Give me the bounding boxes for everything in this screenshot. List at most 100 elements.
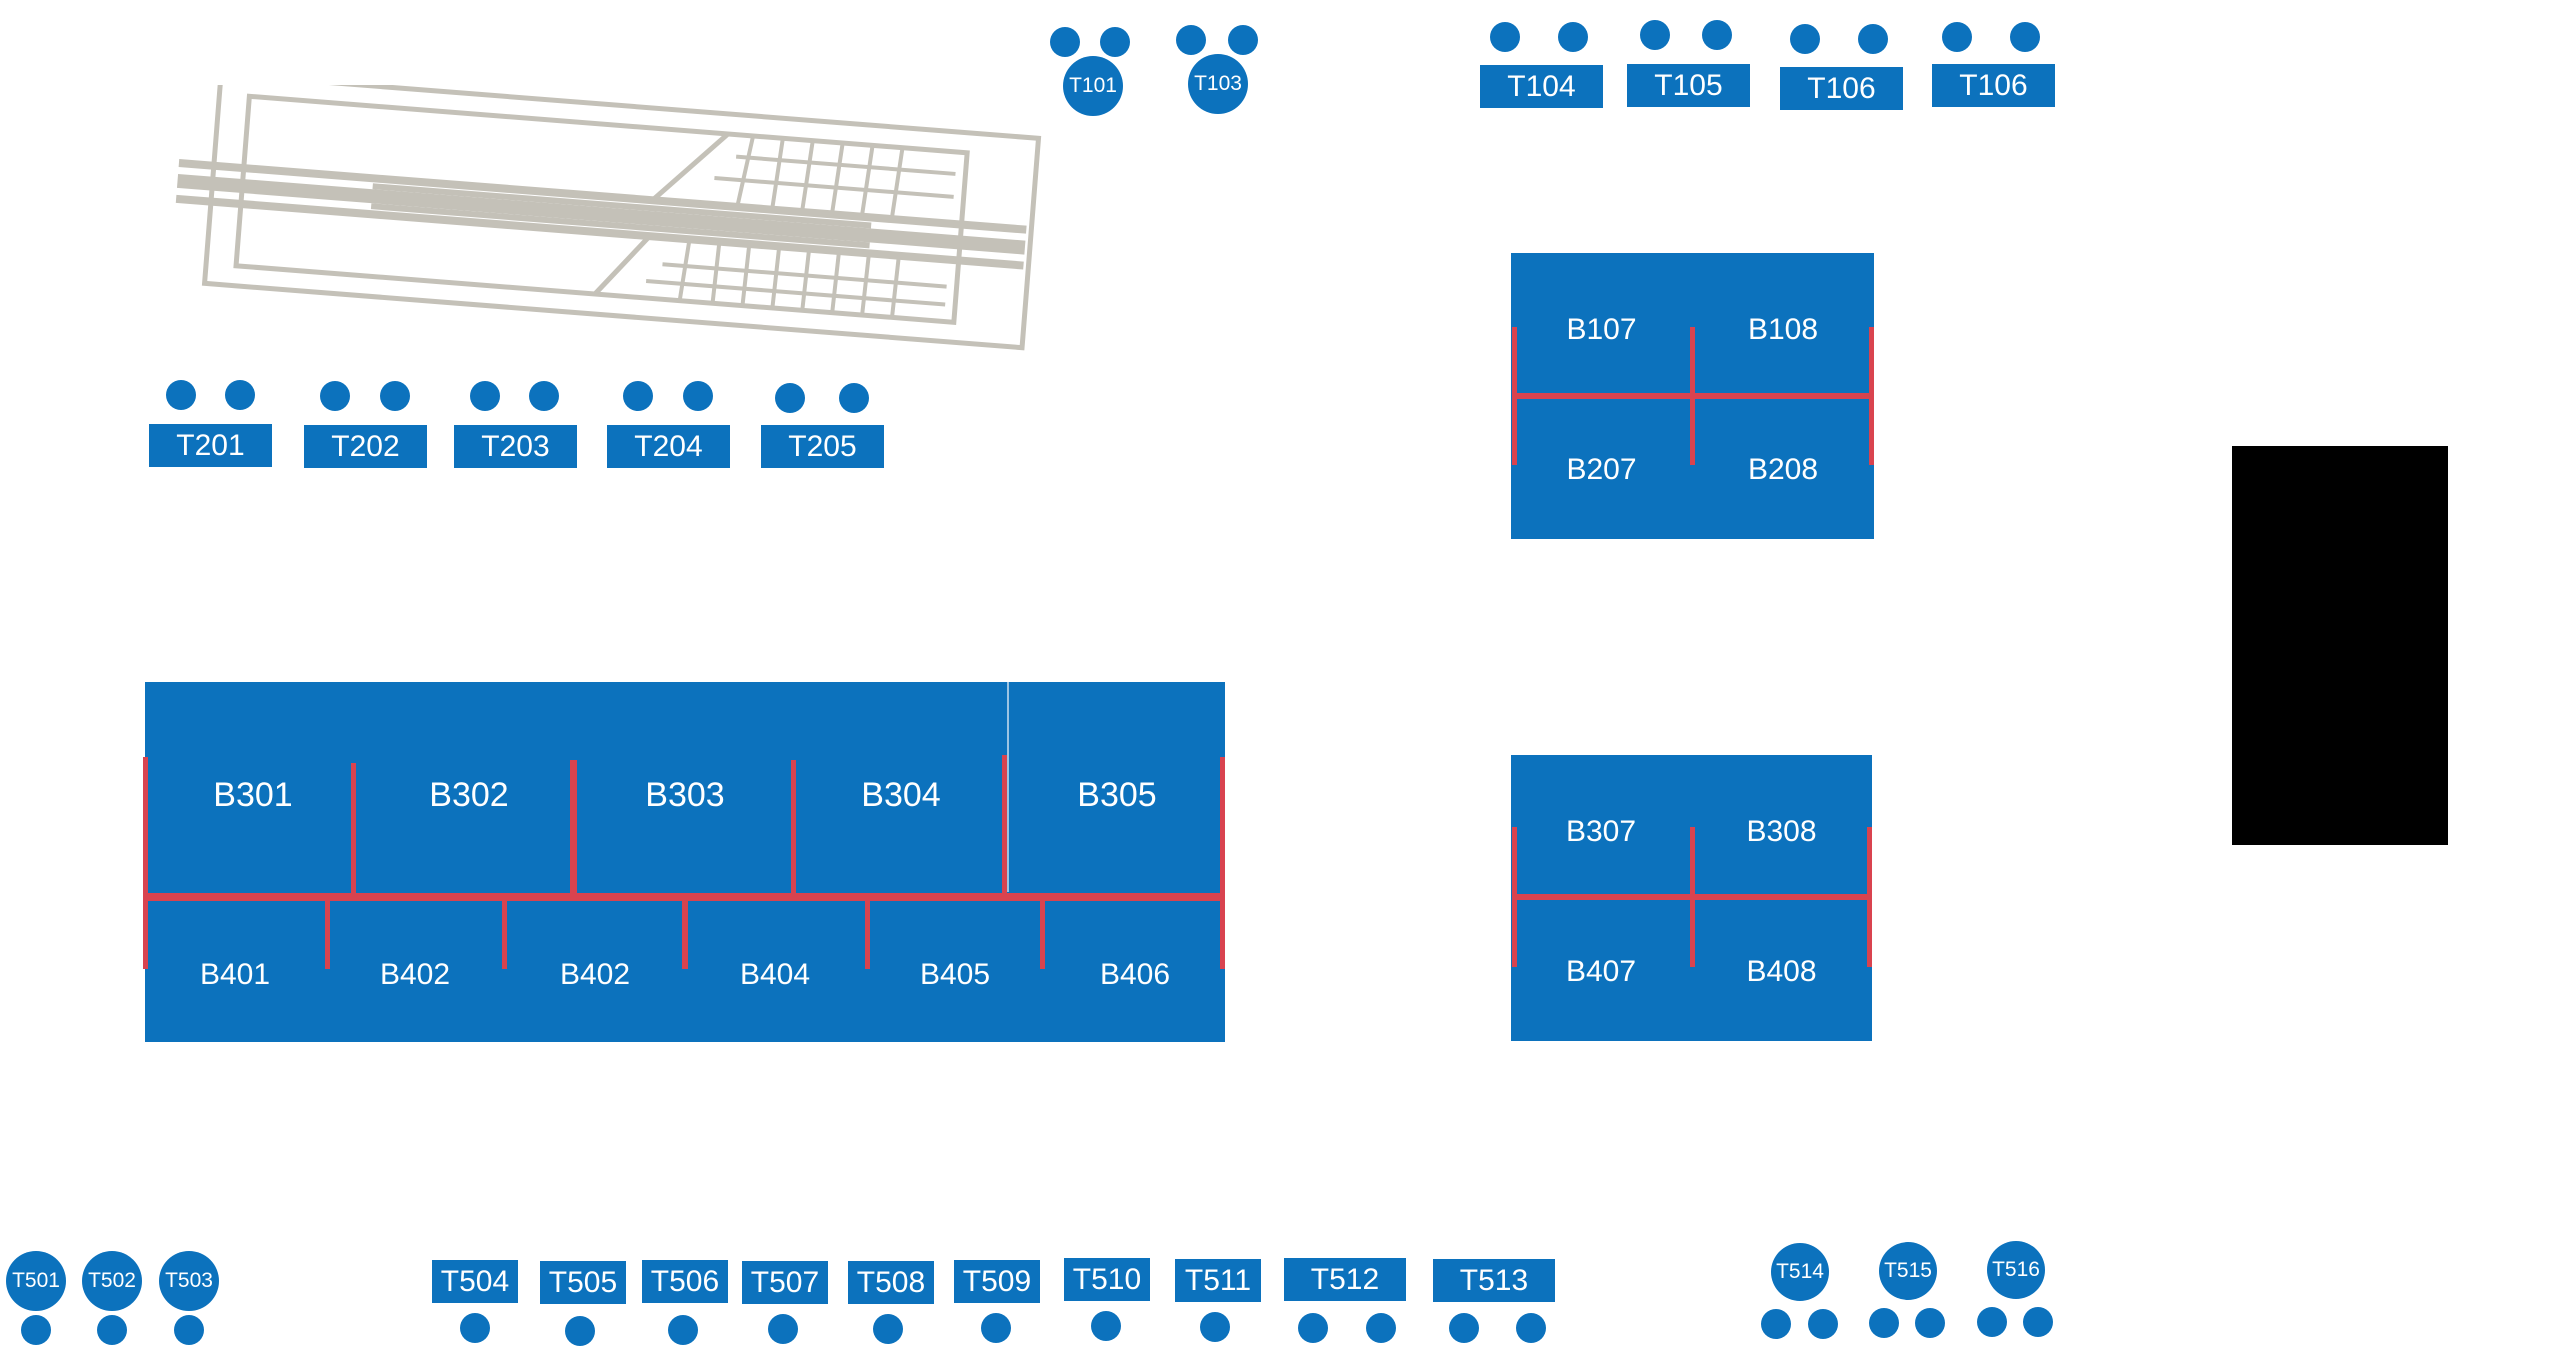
booth-divider <box>351 763 356 893</box>
seat[interactable] <box>1176 25 1206 55</box>
seat[interactable] <box>565 1316 595 1346</box>
seat[interactable] <box>775 383 805 413</box>
seat[interactable] <box>1761 1309 1791 1339</box>
seat[interactable] <box>1858 24 1888 54</box>
booth-b402[interactable]: B402 <box>379 958 451 991</box>
round-table-t103[interactable]: T103 <box>1188 54 1248 114</box>
booth-b208[interactable]: B208 <box>1747 453 1819 486</box>
seat[interactable] <box>1091 1311 1121 1341</box>
table-t201[interactable]: T201 <box>149 424 272 467</box>
booth-b301[interactable]: B301 <box>213 775 293 814</box>
seat[interactable] <box>380 381 410 411</box>
seat[interactable] <box>225 380 255 410</box>
booth-b308[interactable]: B308 <box>1746 815 1817 848</box>
seat[interactable] <box>1449 1313 1479 1343</box>
table-t511[interactable]: T511 <box>1175 1259 1261 1302</box>
round-table-t516[interactable]: T516 <box>1987 1241 2045 1299</box>
round-table-t514[interactable]: T514 <box>1771 1243 1829 1301</box>
round-table-t515[interactable]: T515 <box>1879 1242 1937 1300</box>
seat[interactable] <box>1516 1313 1546 1343</box>
booth-b405[interactable]: B405 <box>919 958 991 991</box>
booth-seam <box>1007 682 1009 892</box>
booth-b207[interactable]: B207 <box>1566 453 1637 486</box>
booth-b108[interactable]: B108 <box>1747 313 1819 346</box>
seat[interactable] <box>470 381 500 411</box>
seat[interactable] <box>1298 1313 1328 1343</box>
booth-b406[interactable]: B406 <box>1099 958 1171 991</box>
table-t507[interactable]: T507 <box>742 1261 828 1304</box>
table-t513[interactable]: T513 <box>1433 1259 1555 1302</box>
table-t512[interactable]: T512 <box>1284 1258 1406 1301</box>
seat[interactable] <box>1790 24 1820 54</box>
seat[interactable] <box>2010 22 2040 52</box>
seat[interactable] <box>166 380 196 410</box>
booth-divider <box>1512 327 1517 465</box>
table-t104[interactable]: T104 <box>1480 65 1603 108</box>
seat[interactable] <box>1869 1308 1899 1338</box>
seat[interactable] <box>1366 1313 1396 1343</box>
booth-divider <box>325 899 330 969</box>
round-table-t502[interactable]: T502 <box>82 1251 142 1311</box>
seat[interactable] <box>1977 1307 2007 1337</box>
seat[interactable] <box>623 381 653 411</box>
seat[interactable] <box>529 381 559 411</box>
seat[interactable] <box>1808 1309 1838 1339</box>
seat[interactable] <box>460 1313 490 1343</box>
booth-b404[interactable]: B404 <box>739 958 811 991</box>
seat[interactable] <box>1942 22 1972 52</box>
seat[interactable] <box>2023 1307 2053 1337</box>
round-table-t501[interactable]: T501 <box>6 1251 66 1311</box>
seat[interactable] <box>1050 27 1080 57</box>
seat[interactable] <box>1490 22 1520 52</box>
seat[interactable] <box>1200 1312 1230 1342</box>
table-t204[interactable]: T204 <box>607 425 730 468</box>
seat[interactable] <box>981 1313 1011 1343</box>
booth-divider <box>1040 899 1045 969</box>
table-t105[interactable]: T105 <box>1627 64 1750 107</box>
seat[interactable] <box>839 383 869 413</box>
booth-b304[interactable]: B304 <box>861 775 941 814</box>
seat[interactable] <box>1228 25 1258 55</box>
table-t205[interactable]: T205 <box>761 425 884 468</box>
table-t506[interactable]: T506 <box>642 1260 728 1303</box>
table-t203[interactable]: T203 <box>454 425 577 468</box>
seat[interactable] <box>1915 1308 1945 1338</box>
grandstand-structure <box>175 85 1042 351</box>
table-t504[interactable]: T504 <box>432 1260 518 1303</box>
seat[interactable] <box>873 1314 903 1344</box>
table-t505[interactable]: T505 <box>540 1261 626 1304</box>
seat[interactable] <box>174 1315 204 1345</box>
table-t106[interactable]: T106 <box>1932 64 2055 107</box>
booth-divider <box>791 760 796 893</box>
booth-b402[interactable]: B402 <box>559 958 631 991</box>
booth-b305[interactable]: B305 <box>1077 775 1157 814</box>
booth-b401[interactable]: B401 <box>199 958 271 991</box>
booth-divider <box>143 757 148 969</box>
booth-b302[interactable]: B302 <box>429 775 509 814</box>
round-table-t101[interactable]: T101 <box>1063 56 1123 116</box>
round-table-t503[interactable]: T503 <box>159 1251 219 1311</box>
seat[interactable] <box>97 1315 127 1345</box>
seat[interactable] <box>1702 20 1732 50</box>
seat[interactable] <box>1640 20 1670 50</box>
booth-divider <box>865 899 870 969</box>
table-t202[interactable]: T202 <box>304 425 427 468</box>
booth-b407[interactable]: B407 <box>1565 955 1637 988</box>
seat[interactable] <box>768 1314 798 1344</box>
table-t508[interactable]: T508 <box>848 1261 934 1304</box>
table-t106[interactable]: T106 <box>1780 67 1903 110</box>
seat[interactable] <box>21 1315 51 1345</box>
seat[interactable] <box>1558 22 1588 52</box>
booth-b303[interactable]: B303 <box>645 775 725 814</box>
booth-b408[interactable]: B408 <box>1746 955 1817 988</box>
seat[interactable] <box>1100 27 1130 57</box>
seat[interactable] <box>668 1315 698 1345</box>
booth-divider <box>682 893 688 969</box>
booth-b307[interactable]: B307 <box>1565 815 1637 848</box>
table-t510[interactable]: T510 <box>1064 1258 1150 1301</box>
booth-b107[interactable]: B107 <box>1566 313 1637 346</box>
seat[interactable] <box>320 381 350 411</box>
seat[interactable] <box>683 381 713 411</box>
table-t509[interactable]: T509 <box>954 1260 1040 1303</box>
